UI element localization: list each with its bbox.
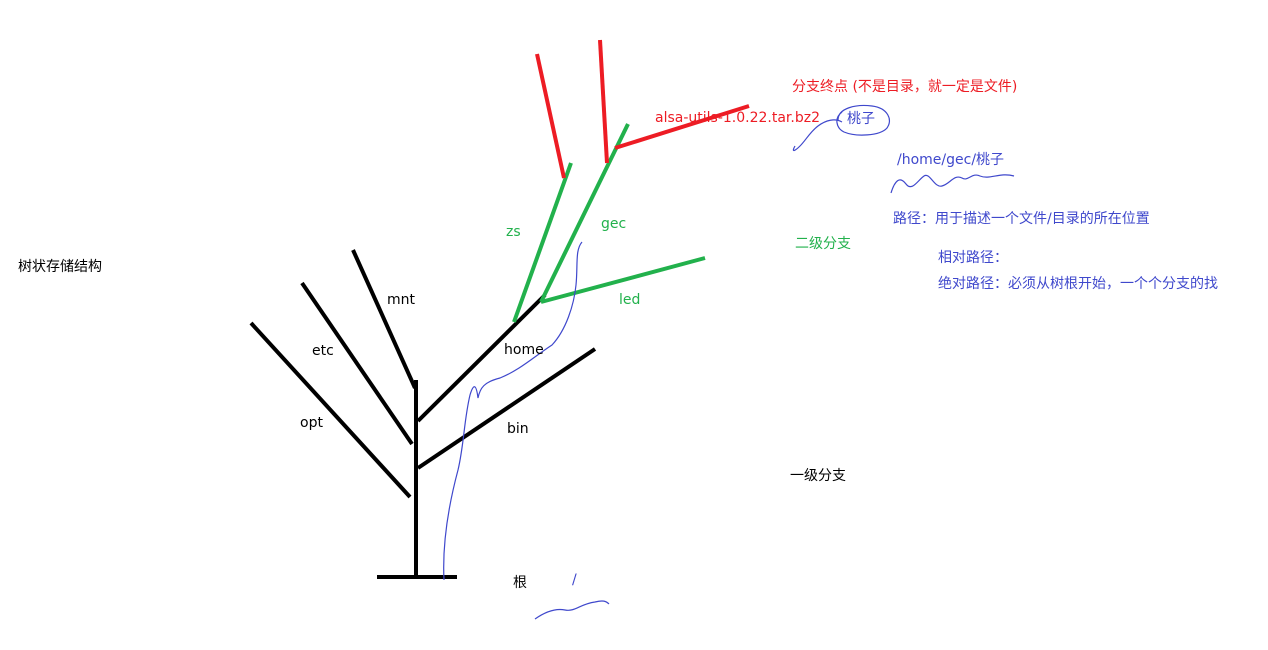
root-underline-squiggle — [534, 600, 610, 620]
branch-gec — [539, 123, 630, 303]
dir-label-home: home — [504, 342, 544, 358]
dir-label-zs: zs — [506, 224, 521, 240]
branch-end-archive — [614, 104, 750, 150]
dir-label-gec: gec — [601, 216, 627, 232]
peach-label: 桃子 — [847, 111, 875, 127]
peach-pointer-squiggle — [792, 119, 843, 152]
dir-label-bin: bin — [507, 421, 529, 437]
branch-end-label: 分支终点 (不是目录，就一定是文件) — [792, 79, 1018, 95]
relative-path-note: 相对路径： — [938, 250, 1008, 266]
archive-file-label: alsa-utils-1.0.22.tar.bz2 — [655, 110, 820, 126]
branch-home — [416, 293, 547, 423]
peach-absolute-path: /home/gec/桃子 — [897, 152, 1005, 168]
dir-label-opt: opt — [300, 415, 323, 431]
branch-end-gec — [598, 39, 609, 164]
dir-label-mnt: mnt — [387, 292, 415, 308]
branch-opt — [249, 321, 412, 499]
absolute-path-note: 绝对路径：必须从树根开始，一个个分支的找 — [938, 276, 1218, 292]
path-definition-note: 路径：用于描述一个文件/目录的所在位置 — [893, 211, 1150, 227]
peach-path-underline — [890, 174, 1015, 194]
diagram-title: 树状存储结构 — [18, 259, 102, 275]
dir-label-etc: etc — [312, 343, 334, 359]
branch-end-zs — [535, 53, 566, 179]
branch-bin — [416, 347, 597, 470]
branch-led — [540, 256, 706, 304]
branch-mnt — [351, 249, 417, 389]
level1-branch-label: 一级分支 — [790, 468, 846, 484]
root-label: 根 — [513, 575, 527, 591]
root-path-label: / — [572, 572, 577, 588]
peach-circle — [836, 104, 891, 136]
level2-branch-label: 二级分支 — [795, 236, 851, 252]
dir-label-led: led — [619, 292, 641, 308]
branch-zs — [512, 162, 573, 323]
absolute-path-trace — [443, 241, 583, 581]
branch-etc — [300, 281, 414, 446]
